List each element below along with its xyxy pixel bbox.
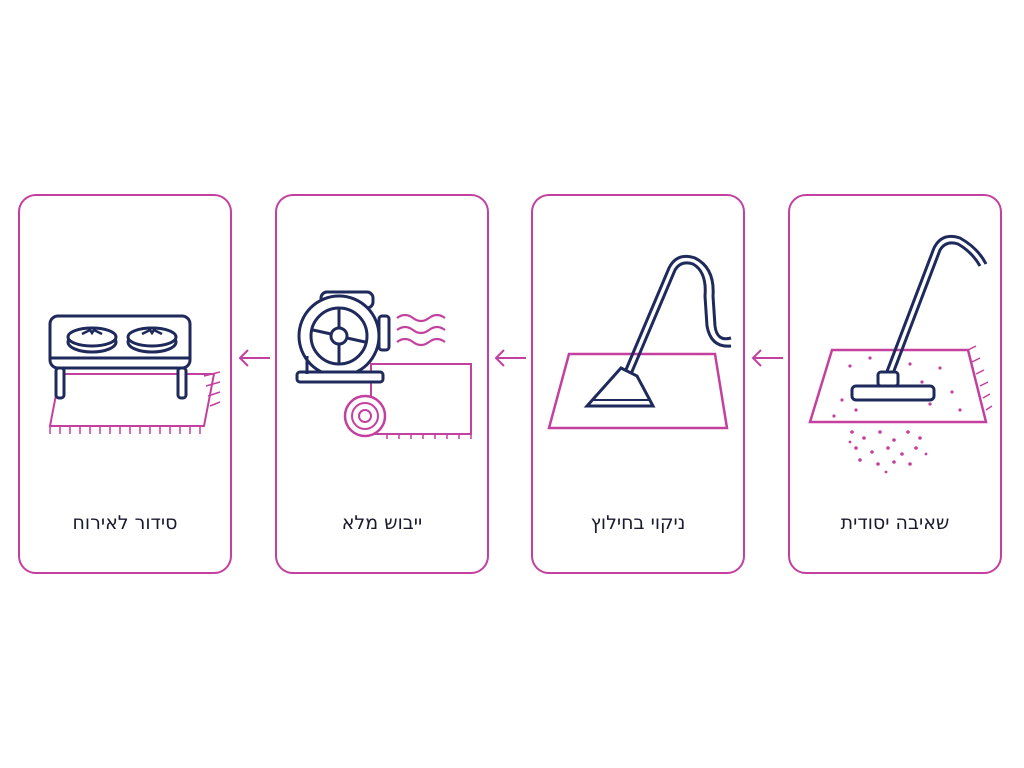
arrow-left-icon — [751, 349, 783, 367]
step-card-extraction: ניקוי בחילוץ — [531, 194, 745, 574]
step-card-placement: סידור לאירוח — [18, 194, 232, 574]
arrow-left-icon — [494, 349, 526, 367]
step-label-placement: סידור לאירוח — [72, 512, 178, 534]
drying-fan-icon — [295, 290, 472, 439]
step-label-vacuum: שאיבה יסודית — [840, 512, 950, 534]
arrow-left-icon — [238, 349, 270, 367]
table-on-rug-icon — [48, 314, 221, 434]
vacuum-icon — [808, 234, 993, 474]
step-label-extraction: ניקוי בחילוץ — [590, 512, 686, 534]
step-label-drying: ייבוש מלא — [341, 512, 423, 534]
step-card-drying: ייבוש מלא — [275, 194, 489, 574]
step-card-vacuum: שאיבה יסודית — [788, 194, 1002, 574]
extraction-wand-icon — [547, 254, 732, 430]
